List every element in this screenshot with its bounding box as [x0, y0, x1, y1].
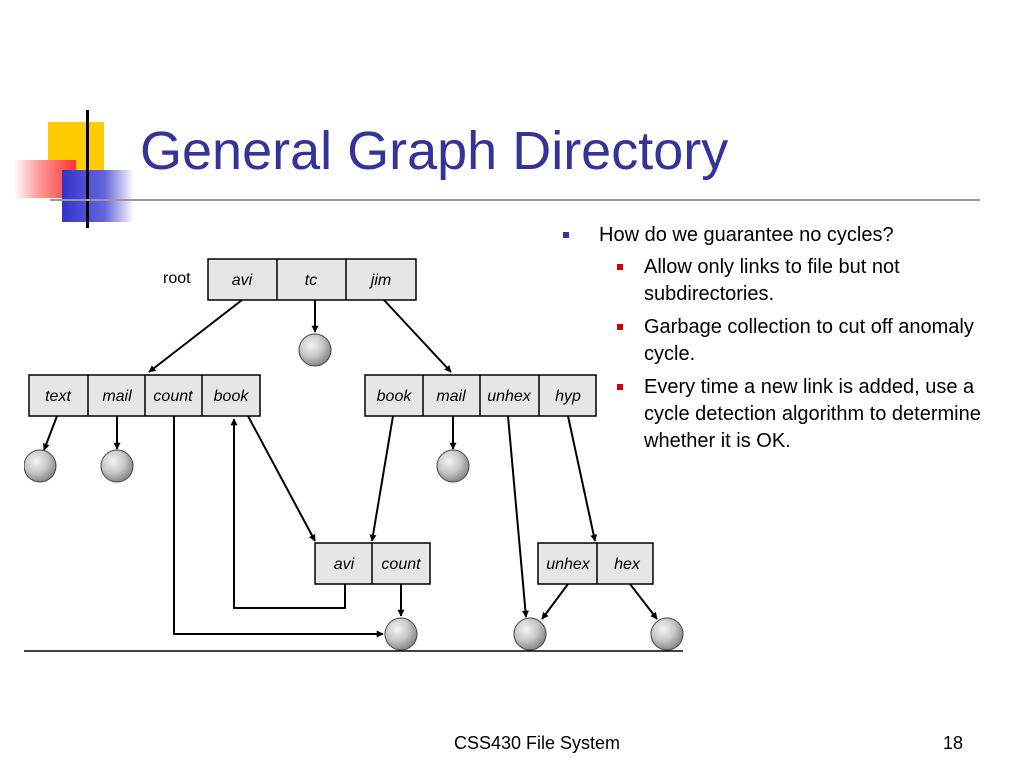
dir-entry-hex: hex: [614, 556, 641, 573]
dir-entry-text: text: [45, 388, 71, 405]
file-node: [23, 449, 57, 483]
sub-bullet-text: Allow only links to file but not subdire…: [644, 256, 900, 305]
dir-entry-mail: mail: [436, 388, 466, 405]
dir-entry-book: book: [377, 388, 413, 405]
bullet-item: How do we guarantee no cycles?: [563, 222, 1013, 248]
dir-entry-hyp: hyp: [555, 388, 581, 405]
root-directory: avi tc jim: [207, 258, 417, 301]
decor-blue-square: [62, 170, 134, 222]
file-node: [513, 617, 547, 651]
sub-bullet-marker: [617, 384, 623, 390]
slide-number: 18: [942, 733, 963, 753]
file-node: [298, 333, 332, 367]
file-node: [100, 449, 134, 483]
dir-entry-tc: tc: [305, 272, 317, 289]
dir-entry-jim: jim: [369, 272, 391, 289]
edge-unhex-to-file: [507, 415, 529, 618]
dir-entry-avi: avi: [334, 556, 355, 573]
left-crop-mask: [0, 440, 24, 500]
edge-hyp-to-lower-dir: [567, 415, 598, 542]
sub-bullet-marker: [617, 324, 623, 330]
edge-unhex-link-to-file: [541, 583, 569, 620]
sub-bullet-item: Garbage collection to cut off anomaly cy…: [563, 314, 1013, 368]
file-node: [650, 617, 684, 651]
file-node: [436, 449, 470, 483]
edge-text-to-file: [42, 415, 58, 451]
edge-avi-to-left-dir: [148, 299, 243, 373]
edge-hex-to-file: [629, 583, 658, 620]
dir-entry-avi: avi: [232, 272, 253, 289]
sub-bullet-marker: [617, 264, 623, 270]
dir-entry-unhex: unhex: [546, 556, 591, 573]
sub-bullet-text: Every time a new link is added, use a cy…: [644, 376, 981, 452]
dir-entry-unhex: unhex: [487, 388, 532, 405]
left-directory: text mail count book: [28, 374, 261, 417]
edge-count-to-file: [173, 416, 384, 638]
dir-entry-count: count: [153, 388, 193, 405]
right-directory: book mail unhex hyp: [364, 374, 597, 417]
graph-edges: [42, 299, 658, 638]
slide-title: General Graph Directory: [140, 121, 729, 181]
edge-jim-to-right-dir: [383, 299, 452, 373]
dir-entry-book: book: [214, 388, 250, 405]
file-node: [384, 617, 418, 651]
sub-bullet-item: Every time a new link is added, use a cy…: [563, 374, 1013, 455]
dir-entry-mail: mail: [102, 388, 132, 405]
lower-left-directory: avi count: [314, 542, 431, 585]
lower-right-directory: unhex hex: [537, 542, 654, 585]
decor-vertical-line: [86, 110, 89, 228]
edge-book-to-lower-dir: [369, 415, 394, 542]
edge-book-to-lower-dir: [247, 415, 316, 542]
bullet-text: How do we guarantee no cycles?: [599, 224, 894, 246]
root-label: root: [163, 270, 191, 287]
bullet-marker: [563, 232, 569, 238]
dir-entry-count: count: [381, 556, 421, 573]
sub-bullet-item: Allow only links to file but not subdire…: [563, 254, 1013, 308]
title-rule: [50, 199, 980, 201]
bullet-list: How do we guarantee no cycles? Allow onl…: [563, 222, 1013, 455]
slide-footer: CSS430 File System: [453, 733, 621, 753]
sub-bullet-text: Garbage collection to cut off anomaly cy…: [644, 316, 974, 365]
file-nodes: [23, 333, 684, 651]
edge-avi-cycle-to-book: [230, 418, 346, 609]
